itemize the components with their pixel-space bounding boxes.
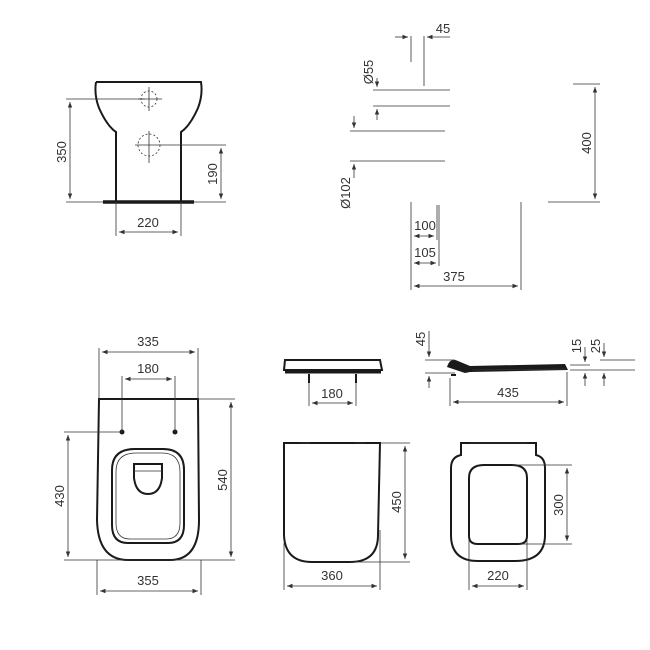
- dim-ring-opening-length: 300: [551, 494, 566, 516]
- dim-lid-length: 450: [389, 491, 404, 513]
- dim-side-inlet: Ø55: [361, 60, 376, 85]
- dim-side-outlet-center-100: 100: [414, 218, 436, 233]
- seat-side-view: 180: [282, 359, 384, 406]
- seat-ring-view: 300 220: [450, 442, 572, 590]
- lid-top-view: 450 360: [283, 442, 410, 590]
- dim-top-length: 540: [215, 469, 230, 491]
- dim-side-outlet-center-105: 105: [414, 245, 436, 260]
- dim-seat-lid-thickness: 15: [569, 339, 584, 353]
- dim-side-outlet: Ø102: [338, 177, 353, 209]
- dim-side-wall-offset: 45: [436, 21, 450, 36]
- dim-front-outlet-height: 190: [205, 163, 220, 185]
- dim-top-fixing-to-front: 430: [52, 485, 67, 507]
- dim-seat-total-thickness: 25: [588, 339, 603, 353]
- dim-side-depth: 375: [443, 269, 465, 284]
- dim-top-width: 335: [137, 334, 159, 349]
- dim-top-fixing-spacing: 180: [137, 361, 159, 376]
- dim-front-height: 350: [54, 141, 69, 163]
- seat-profile-view: 45 435 15 25: [413, 331, 635, 406]
- dim-seat-hinge-spacing: 180: [321, 386, 343, 401]
- dim-top-max-width: 355: [137, 573, 159, 588]
- dim-ring-opening-width: 220: [487, 568, 509, 583]
- dim-front-base-width: 220: [137, 215, 159, 230]
- dim-seat-hinge-height: 45: [413, 332, 428, 346]
- top-view: 335 180 430 540 355: [52, 334, 235, 595]
- dim-side-height: 400: [579, 132, 594, 154]
- dim-seat-length: 435: [497, 385, 519, 400]
- front-view: 350 190 220: [54, 81, 226, 236]
- dim-lid-width: 360: [321, 568, 343, 583]
